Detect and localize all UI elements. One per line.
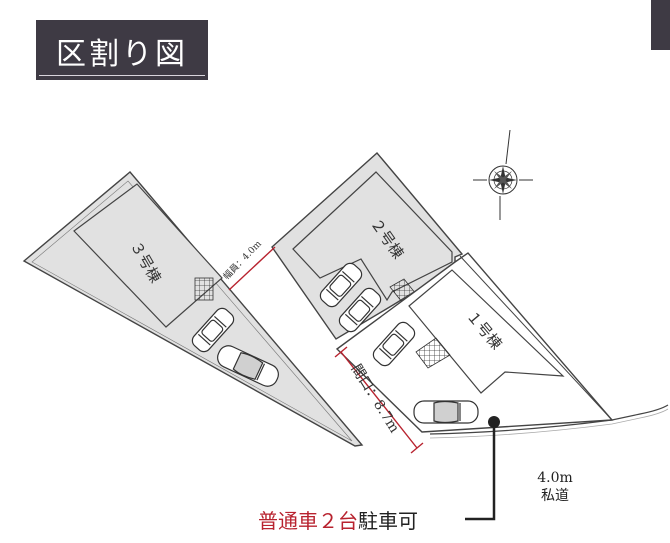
callout-leader-line — [465, 422, 496, 521]
parking-note: 普通車２台駐車可 — [258, 505, 418, 534]
car-icon — [217, 345, 279, 387]
car-icon — [413, 400, 479, 424]
car-icon — [372, 321, 416, 367]
passage-width-label: 幅員：4.0m — [221, 238, 265, 283]
building-3-footprint — [73, 183, 223, 328]
passage-dimension-line — [228, 246, 276, 291]
building-2-footprint — [292, 171, 453, 302]
road-width: 4.0m — [537, 470, 573, 486]
car-icon — [319, 262, 363, 308]
lot-3-inner-line — [31, 180, 353, 442]
title-badge: 区割り図 — [36, 20, 208, 80]
road-type: 私道 — [541, 488, 569, 504]
cars — [191, 262, 479, 424]
road-edge — [429, 408, 669, 439]
frontage-tick — [334, 346, 348, 358]
frontage-tick — [410, 442, 424, 454]
parking-note-rest: 駐車可 — [358, 509, 418, 533]
road-edge — [459, 255, 613, 421]
frontage-dimension-line — [340, 351, 418, 449]
car-icon — [191, 307, 235, 353]
corner-tab — [651, 0, 670, 50]
stairs-icon — [415, 337, 451, 369]
dimension-lines — [228, 246, 424, 454]
compass-icon — [473, 129, 533, 220]
building-1-footprint — [408, 269, 565, 394]
road-edge — [429, 404, 669, 435]
stairs-icon — [194, 277, 214, 301]
page-title: 区割り図 — [56, 37, 188, 72]
lot-1 — [335, 252, 614, 433]
car-icon — [338, 287, 382, 333]
road-label: 4.0m 私道 — [520, 469, 590, 505]
parking-callout — [465, 416, 500, 521]
road — [429, 255, 669, 439]
parking-note-highlight: 普通車２台 — [258, 509, 358, 533]
